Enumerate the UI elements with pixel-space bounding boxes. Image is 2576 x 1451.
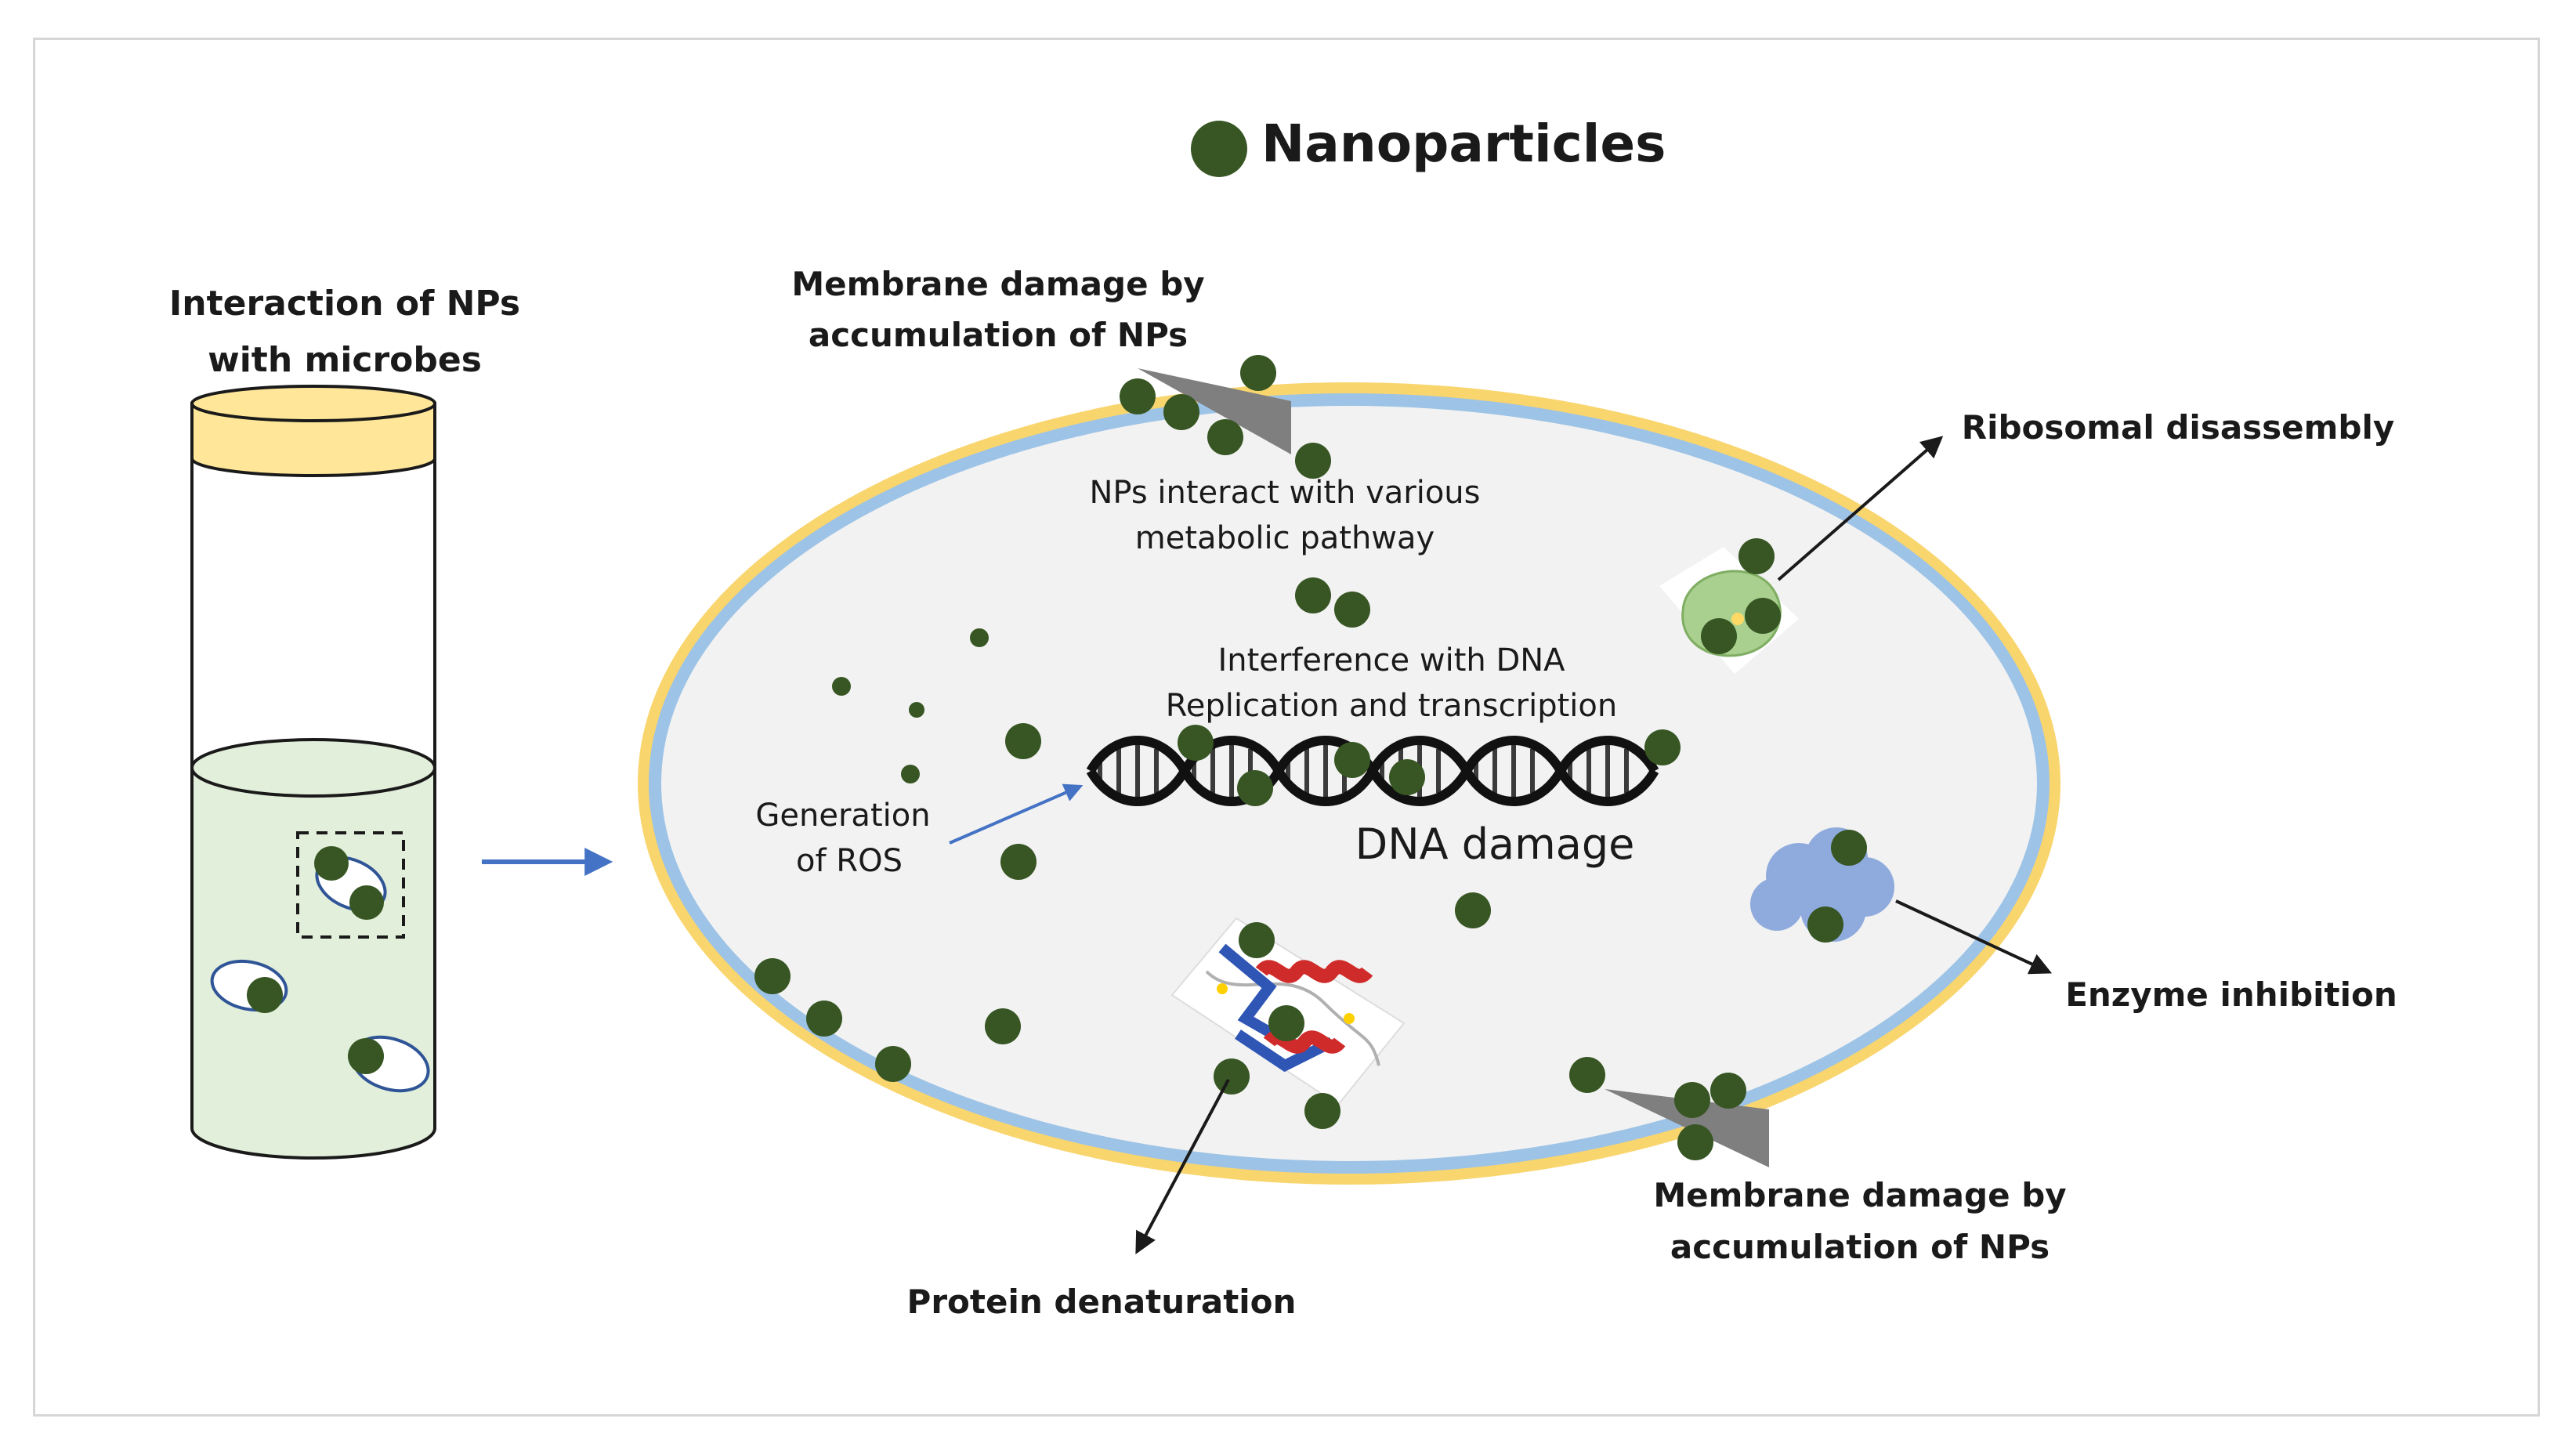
- nanoparticle: [985, 1008, 1021, 1044]
- ros-label-line2: of ROS: [796, 843, 903, 879]
- nanoparticle: [1005, 723, 1041, 759]
- ros-arrow: [949, 783, 1084, 845]
- ribosomal-label: Ribosomal disassembly: [1962, 408, 2395, 447]
- dna-interference-line1: Interference with DNA: [1217, 642, 1565, 678]
- membrane-damage-bottom-line2: accumulation of NPs: [1670, 1228, 2050, 1266]
- nanoparticle: [1304, 1093, 1340, 1129]
- nanoparticles: [754, 355, 1867, 1160]
- dna-interference-line2: Replication and transcription: [1166, 688, 1617, 724]
- nanoparticle: [1807, 906, 1843, 943]
- tube-title-line1: Interaction of NPs: [169, 284, 520, 324]
- nanoparticle: [1644, 729, 1681, 765]
- nanoparticle: [832, 677, 851, 696]
- test-tube: Interaction of NPs with microbes: [169, 284, 520, 1160]
- legend-label: Nanoparticles: [1261, 114, 1666, 174]
- nanoparticle: [1334, 592, 1370, 628]
- legend-nanoparticle-icon: [1191, 121, 1247, 177]
- membrane-damage-wedge-top: [1138, 368, 1291, 454]
- metabolic-label-line2: metabolic pathway: [1135, 520, 1435, 556]
- nanoparticle: [1268, 1005, 1304, 1041]
- tube-liquid-surface: [190, 738, 436, 798]
- nanoparticle: [1569, 1057, 1605, 1093]
- enzyme-label: Enzyme inhibition: [2065, 975, 2397, 1014]
- membrane-damage-top-line1: Membrane damage by: [791, 265, 1204, 303]
- nanoparticle: [806, 1001, 842, 1037]
- nanoparticle: [754, 958, 791, 994]
- nanoparticle: [901, 765, 920, 783]
- nanoparticle: [1237, 770, 1273, 806]
- nanoparticle: [1674, 1082, 1710, 1118]
- nanoparticle: [1831, 830, 1867, 866]
- nanoparticle: [909, 702, 924, 718]
- nanoparticle: [1334, 742, 1370, 778]
- microbe-zoom-box: [296, 831, 405, 939]
- nanoparticle: [1677, 1124, 1713, 1160]
- protein-label: Protein denaturation: [907, 1283, 1297, 1321]
- nanoparticle: [1207, 419, 1243, 455]
- nanoparticle: [1738, 538, 1775, 574]
- ros-label-line1: Generation: [755, 798, 930, 834]
- tube-title-line2: with microbes: [208, 340, 482, 380]
- ribosomal-arrow: [1777, 436, 1944, 581]
- nanoparticle: [1745, 598, 1781, 634]
- nanoparticle: [1455, 892, 1491, 928]
- nanoparticle: [1295, 443, 1331, 479]
- tube-cap: [190, 402, 436, 477]
- nanoparticle: [1240, 355, 1276, 391]
- legend: Nanoparticles: [1191, 114, 1666, 177]
- nanoparticle: [1389, 759, 1425, 795]
- microbe-left: [210, 960, 288, 1013]
- metabolic-label-line1: NPs interact with various: [1090, 475, 1481, 511]
- nanoparticle: [1214, 1058, 1250, 1095]
- nanoparticle: [1178, 725, 1214, 761]
- nanoparticle: [1295, 577, 1331, 613]
- dna-helix: [1086, 736, 1659, 806]
- enzyme-arrow: [1895, 899, 2053, 975]
- nanoparticle: [1701, 618, 1737, 654]
- membrane-damage-bottom-line1: Membrane damage by: [1653, 1176, 2066, 1214]
- microbe-right: [348, 1035, 430, 1093]
- membrane-damage-top-line2: accumulation of NPs: [809, 316, 1188, 354]
- dna-damage-label: DNA damage: [1355, 820, 1635, 869]
- nanoparticle: [1239, 922, 1275, 958]
- protein-arrow: [1135, 1079, 1230, 1254]
- nanoparticle: [1163, 394, 1199, 430]
- nanoparticle: [970, 628, 989, 647]
- nanoparticle: [875, 1046, 911, 1082]
- nanoparticle: [1710, 1073, 1746, 1109]
- nanoparticle: [1120, 378, 1156, 414]
- nanoparticle: [1000, 844, 1037, 880]
